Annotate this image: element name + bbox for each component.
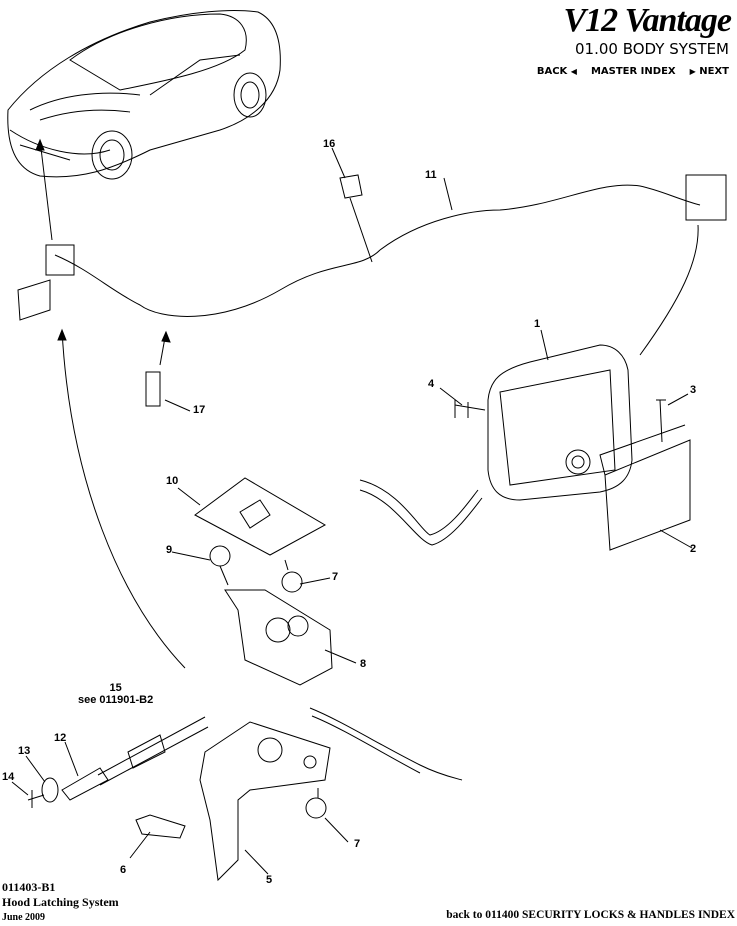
next-link[interactable]: ▶ NEXT — [690, 66, 729, 77]
callout-13: 13 — [18, 745, 31, 757]
callout-7-lower: 7 — [354, 838, 361, 850]
callout-16: 16 — [323, 138, 336, 150]
back-link[interactable]: BACK ◀ — [537, 66, 577, 77]
callout-4: 4 — [428, 378, 435, 390]
back-to-index-link[interactable]: back to 011400 SECURITY LOCKS & HANDLES … — [446, 909, 735, 921]
navigation-bar: BACK ◀ MASTER INDEX ▶ NEXT — [537, 66, 729, 77]
callout-15: 15 — [109, 682, 122, 694]
diagram-id: 011403-B1 — [2, 880, 56, 894]
callout-1: 1 — [534, 318, 541, 330]
next-label: NEXT — [699, 66, 729, 77]
callout-8: 8 — [360, 658, 367, 670]
callout-17: 17 — [193, 404, 206, 416]
callout-3: 3 — [690, 384, 697, 396]
reference-note-text[interactable]: see 011901-B2 — [78, 694, 154, 706]
callout-6: 6 — [120, 864, 127, 876]
master-index-link[interactable]: MASTER INDEX — [590, 66, 676, 77]
diagram-name: Hood Latching System — [2, 895, 119, 909]
callout-10: 10 — [166, 475, 179, 487]
callout-2: 2 — [690, 543, 697, 555]
callout-7-upper: 7 — [332, 571, 339, 583]
back-label: BACK — [536, 66, 568, 77]
callout-9: 9 — [166, 544, 173, 556]
car-illustration — [7, 9, 281, 180]
reference-note: 15 see 011901-B2 — [78, 682, 153, 706]
back-arrow-icon: ◀ — [570, 67, 577, 76]
callout-11: 11 — [425, 169, 437, 181]
callout-12: 12 — [54, 732, 67, 744]
callout-14: 14 — [2, 771, 15, 783]
callout-5: 5 — [266, 874, 273, 886]
brand-logo: V12 Vantage — [563, 2, 732, 39]
diagram-date: June 2009 — [2, 912, 46, 923]
next-arrow-icon: ▶ — [689, 67, 696, 76]
section-title: 01.00 BODY SYSTEM — [575, 40, 729, 58]
